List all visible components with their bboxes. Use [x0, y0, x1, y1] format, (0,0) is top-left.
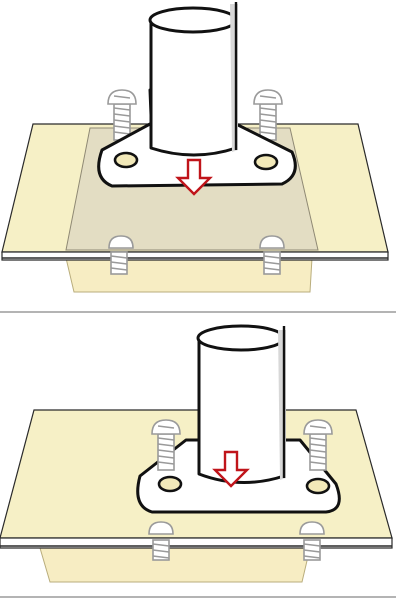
tube	[149, 20, 238, 157]
underside-box	[39, 547, 311, 583]
panel-top	[1, 2, 389, 293]
screw-icon	[110, 251, 128, 275]
tube-top	[196, 324, 286, 352]
screw-icon	[148, 521, 174, 535]
flange-tube	[97, 2, 297, 188]
flange-hole-left	[157, 475, 183, 493]
flange-hole-right	[305, 477, 331, 495]
flange-hole-right	[253, 153, 279, 171]
screw-icon	[299, 521, 325, 535]
tube-top	[148, 6, 238, 34]
screw-icon	[259, 235, 285, 249]
screw-icon	[303, 539, 321, 561]
screw-icon	[152, 539, 170, 561]
screw-icon	[263, 251, 281, 275]
panel-bottom	[0, 324, 393, 583]
screw-icon	[108, 235, 134, 249]
tube	[197, 336, 286, 484]
flange-hole-left	[113, 151, 139, 169]
